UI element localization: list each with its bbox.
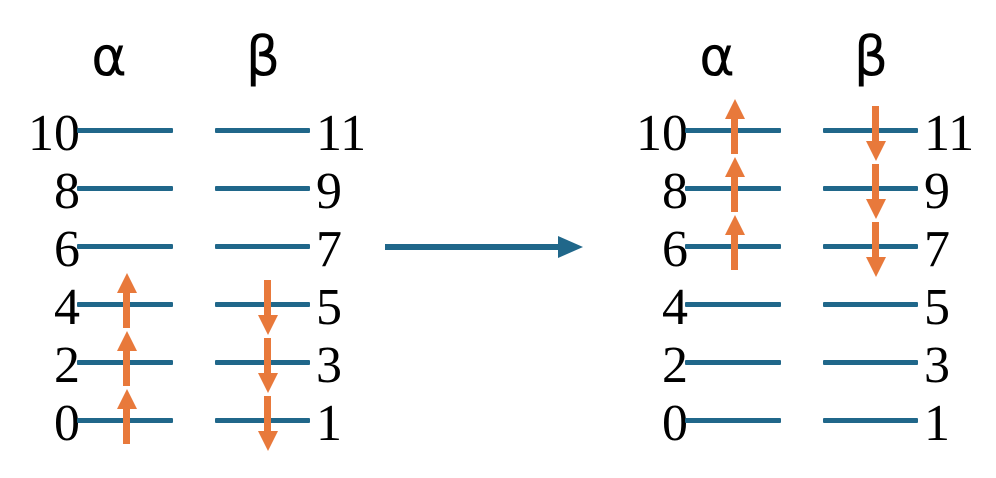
spin-arrow-shaft (731, 114, 738, 154)
spin-arrow-head (258, 315, 278, 335)
alpha-level-number: 8 (662, 163, 688, 220)
alpha-level-number: 6 (54, 221, 80, 278)
alpha-level-number: 0 (662, 395, 688, 452)
spin-arrow-shaft (123, 404, 130, 444)
alpha-energy-level-line (685, 418, 781, 423)
spin-arrow-shaft (731, 172, 738, 212)
beta-level-number: 5 (924, 279, 950, 336)
spin-arrow-head (725, 157, 745, 177)
alpha-level-number: 10 (636, 105, 688, 162)
alpha-level-number: 4 (54, 279, 80, 336)
beta-energy-level-line (823, 186, 918, 191)
spin-arrow-head (117, 389, 137, 409)
spin-arrow-head (866, 141, 886, 161)
beta-energy-level-line (215, 186, 310, 191)
spin-down-arrow-icon (866, 221, 886, 277)
spin-down-arrow-icon (866, 163, 886, 219)
spin-up-arrow-icon (725, 215, 745, 271)
diagram-initial-state: α β 10 11 8 9 6 7 4 5 2 3 0 1 (20, 0, 382, 478)
spin-arrow-head (725, 99, 745, 119)
spin-arrow-head (258, 431, 278, 451)
alpha-energy-level-line (77, 244, 173, 249)
spin-down-arrow-icon (258, 279, 278, 335)
alpha-column-label: α (91, 25, 127, 88)
beta-energy-level-line (823, 302, 918, 307)
spin-arrow-shaft (872, 222, 879, 262)
transition-arrow (385, 232, 589, 262)
beta-level-number: 11 (924, 105, 975, 162)
transition-arrow-shaft (385, 244, 562, 250)
beta-level-number: 9 (924, 163, 950, 220)
beta-level-number: 11 (316, 105, 367, 162)
spin-arrow-head (866, 257, 886, 277)
alpha-energy-level-line (77, 186, 173, 191)
spin-arrow-shaft (872, 106, 879, 146)
beta-energy-level-line (215, 302, 310, 307)
spin-arrow-head (725, 215, 745, 235)
beta-level-number: 5 (316, 279, 342, 336)
beta-level-number: 9 (316, 163, 342, 220)
beta-level-number: 7 (924, 221, 950, 278)
spin-arrow-head (866, 199, 886, 219)
spin-down-arrow-icon (258, 395, 278, 451)
beta-level-number: 3 (316, 337, 342, 394)
diagram-final-state: α β 10 11 8 9 6 7 4 5 2 3 0 1 (628, 0, 990, 478)
alpha-energy-level-line (685, 302, 781, 307)
spin-arrow-head (258, 373, 278, 393)
beta-level-number: 3 (924, 337, 950, 394)
alpha-level-number: 2 (54, 337, 80, 394)
alpha-column-label: α (699, 25, 735, 88)
spin-arrow-shaft (264, 396, 271, 436)
alpha-energy-level-line (685, 360, 781, 365)
beta-level-number: 1 (924, 395, 950, 452)
beta-column-label: β (853, 25, 889, 88)
spin-up-arrow-icon (725, 157, 745, 213)
alpha-level-number: 0 (54, 395, 80, 452)
beta-energy-level-line (215, 244, 310, 249)
beta-energy-level-line (823, 128, 918, 133)
alpha-level-number: 4 (662, 279, 688, 336)
spin-down-arrow-icon (258, 337, 278, 393)
beta-energy-level-line (215, 418, 310, 423)
alpha-level-number: 2 (662, 337, 688, 394)
spin-arrow-head (117, 331, 137, 351)
spin-arrow-shaft (731, 230, 738, 270)
beta-column-label: β (245, 25, 281, 88)
alpha-level-number: 10 (28, 105, 80, 162)
spin-arrow-shaft (123, 346, 130, 386)
beta-level-number: 1 (316, 395, 342, 452)
spin-arrow-shaft (872, 164, 879, 204)
spin-up-arrow-icon (117, 389, 137, 445)
spin-down-arrow-icon (866, 105, 886, 161)
beta-energy-level-line (823, 418, 918, 423)
spin-up-arrow-icon (117, 273, 137, 329)
spin-arrow-shaft (123, 288, 130, 328)
spin-arrow-head (117, 273, 137, 293)
alpha-level-number: 6 (662, 221, 688, 278)
beta-energy-level-line (823, 360, 918, 365)
spin-arrow-shaft (264, 338, 271, 378)
transition-arrow-head-icon (558, 236, 583, 258)
spin-up-arrow-icon (117, 331, 137, 387)
alpha-level-number: 8 (54, 163, 80, 220)
spin-up-arrow-icon (725, 99, 745, 155)
beta-level-number: 7 (316, 221, 342, 278)
spin-arrow-shaft (264, 280, 271, 320)
beta-energy-level-line (215, 360, 310, 365)
beta-energy-level-line (823, 244, 918, 249)
alpha-energy-level-line (77, 128, 173, 133)
beta-energy-level-line (215, 128, 310, 133)
